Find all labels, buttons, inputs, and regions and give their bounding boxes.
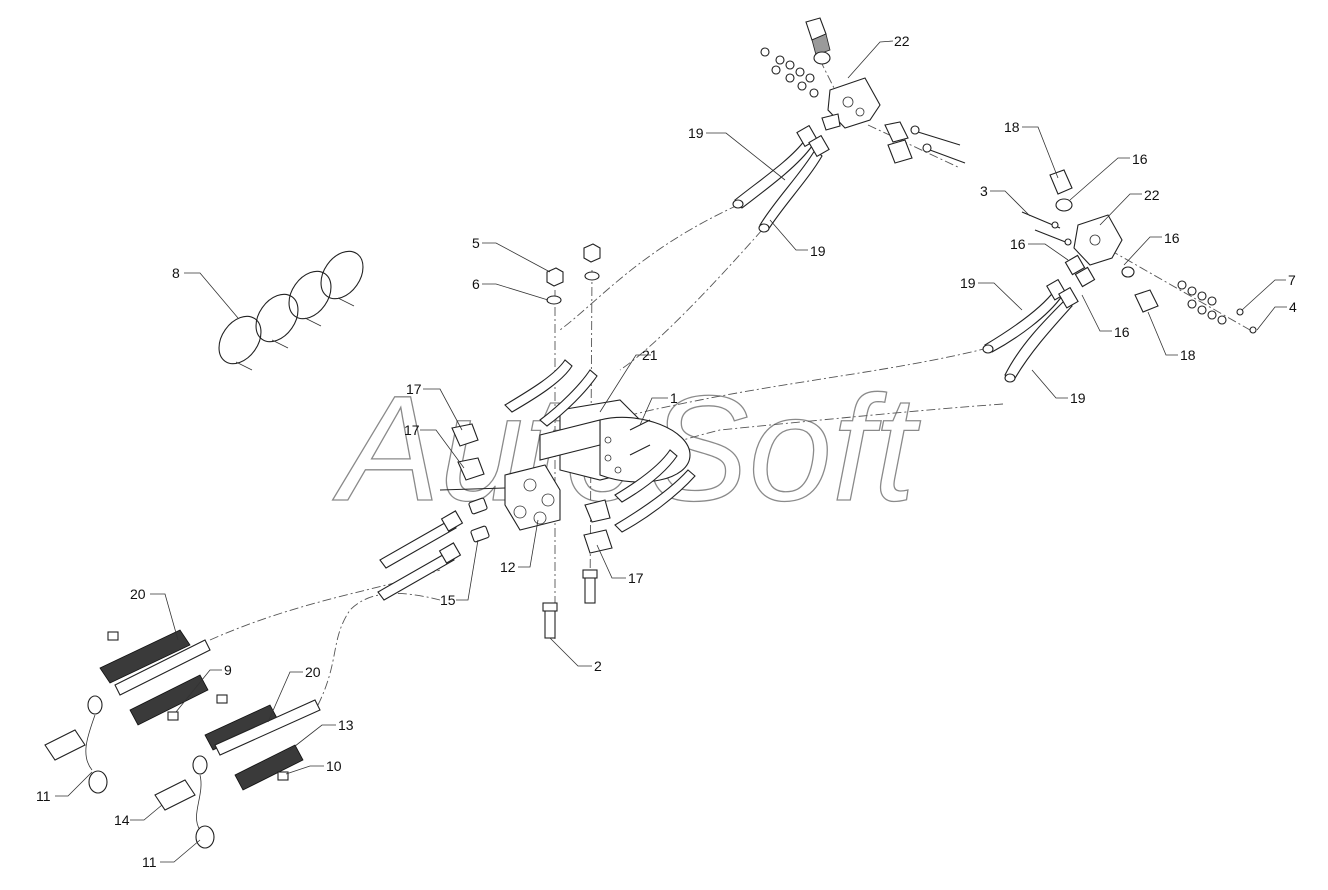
nut-9 (167, 711, 179, 721)
callout-18-top: 18 (1004, 119, 1020, 135)
clamp-ring-3 (288, 270, 332, 320)
quick-coupler-a (44, 729, 86, 761)
callout-11-lower: 11 (142, 854, 157, 870)
callout-10: 10 (326, 758, 342, 774)
callout-7: 7 (1288, 272, 1296, 288)
long-hoses-lower (377, 510, 464, 601)
hose-clamp-set (218, 250, 364, 371)
dust-cap-a (88, 770, 108, 794)
callout-13: 13 (338, 717, 354, 733)
washer-stack-right (1177, 280, 1257, 334)
bolts-2 (542, 569, 598, 639)
callout-15: 15 (440, 592, 456, 608)
bolt-2-b (544, 607, 556, 639)
hose-19-b (759, 149, 823, 231)
callout-12: 12 (500, 559, 516, 575)
fitting-17-c (584, 499, 611, 523)
callout-22-right: 22 (1144, 187, 1160, 203)
callout-19-right-left: 19 (960, 275, 976, 291)
callout-14: 14 (114, 812, 130, 828)
nipples-15 (468, 497, 490, 543)
valve-block-right (1073, 214, 1123, 266)
callout-5: 5 (472, 235, 480, 251)
elbow-fitting-right-bottom (1134, 289, 1159, 313)
callout-17-lower: 17 (628, 570, 644, 586)
clamp-ring-4 (320, 250, 364, 300)
callout-16-bottom: 16 (1114, 324, 1130, 340)
dust-cap-b (195, 825, 215, 849)
nut-small-upper (107, 631, 119, 641)
nut-5 (546, 267, 564, 287)
elbow-fitting-right-top (1049, 169, 1073, 195)
hose-pair-right (982, 278, 1079, 383)
washer-6 (546, 295, 562, 305)
clamp-ring-1 (218, 315, 262, 365)
callout-6: 6 (472, 276, 480, 292)
hose-19-d (1004, 299, 1073, 381)
callout-16-top: 16 (1132, 151, 1148, 167)
callout-22-top: 22 (894, 33, 910, 49)
hose-pair-top (732, 124, 830, 233)
bolt-2-a (584, 574, 596, 604)
elbow-fitting-top-lower (887, 139, 913, 164)
fitting-17-d (583, 529, 613, 554)
callout-4: 4 (1289, 299, 1297, 315)
clamp-ring-2 (255, 293, 299, 343)
callout-21: 21 (642, 347, 658, 363)
callout-17-middle: 17 (404, 422, 420, 438)
distribution-block-12 (439, 464, 561, 531)
callout-19-right-bottom: 19 (1070, 390, 1086, 406)
coupler-holder-upper (99, 629, 211, 726)
fitting-17-b (457, 457, 485, 481)
callout-19-top-right: 19 (810, 243, 826, 259)
callout-labels: 22 19 19 18 16 3 22 16 16 7 4 19 16 18 1… (36, 33, 1297, 870)
callout-8: 8 (172, 265, 180, 281)
leader-lines (55, 40, 1287, 863)
dust-caps-11 (85, 714, 215, 849)
callout-20-right: 20 (305, 664, 321, 680)
callout-16-left: 16 (1010, 236, 1026, 252)
valve-block-top (827, 77, 881, 129)
quick-couplers-14 (44, 695, 208, 811)
callout-16-right: 16 (1164, 230, 1180, 246)
callout-11-upper: 11 (36, 788, 51, 804)
washer-stack-top (760, 47, 819, 98)
callout-9: 9 (224, 662, 232, 678)
nut-10 (277, 771, 289, 781)
top-valve-assembly (760, 17, 966, 164)
short-hoses (504, 359, 696, 533)
callout-2: 2 (594, 658, 602, 674)
callout-20-left: 20 (130, 586, 146, 602)
callout-19-top-left: 19 (688, 125, 704, 141)
fitting-17-a (451, 423, 479, 447)
callout-1: 1 (670, 390, 678, 406)
callout-3: 3 (980, 183, 988, 199)
elbow-fittings-17 (451, 423, 613, 554)
callout-18-bottom: 18 (1180, 347, 1196, 363)
callout-17-upper: 17 (406, 381, 422, 397)
central-bracket-21 (539, 399, 691, 483)
coupler-holder-lower (204, 694, 321, 791)
